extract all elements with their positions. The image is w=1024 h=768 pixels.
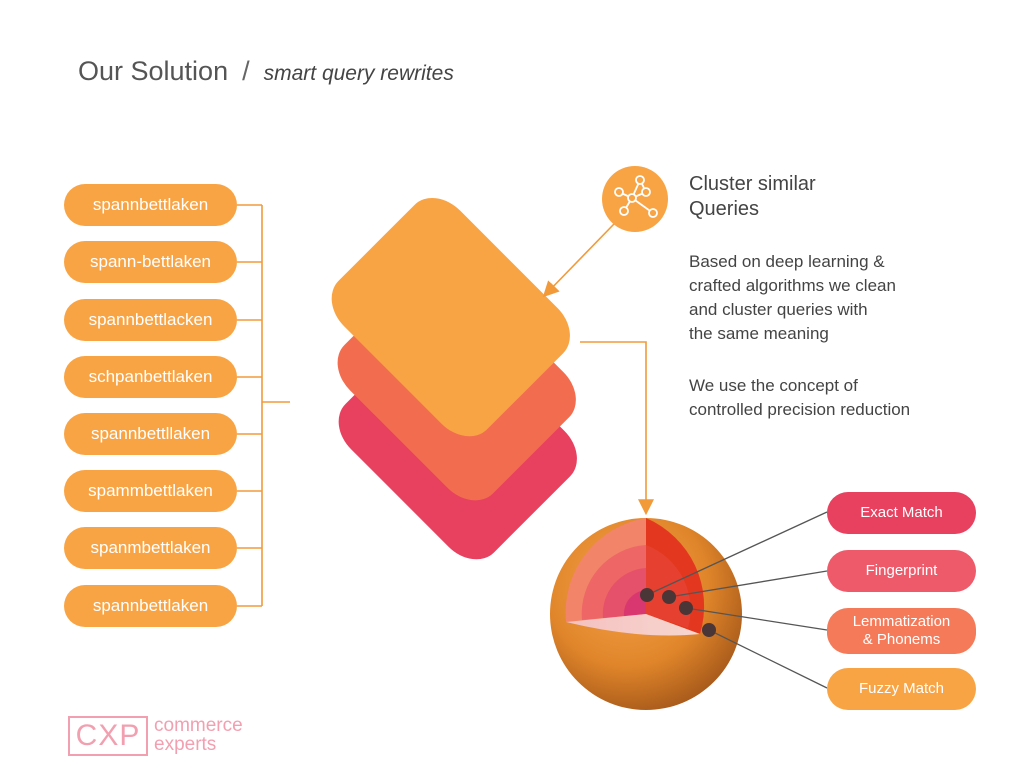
level-label-line2: & Phonems (862, 631, 941, 648)
level-label: Exact Match (860, 504, 943, 521)
cluster-arrow (542, 223, 615, 298)
layer-top (331, 197, 570, 437)
description-line: Based on deep learning & (689, 252, 885, 271)
query-pill-8: spannbettlaken (64, 585, 237, 627)
description-line: and cluster queries with (689, 300, 868, 319)
marker-fingerprint (662, 590, 676, 604)
cluster-heading-line1: Cluster similar (689, 173, 816, 195)
precision-description: We use the concept of controlled precisi… (689, 374, 979, 422)
cluster-heading-line2: Queries (689, 198, 760, 220)
description-line: We use the concept of (689, 376, 858, 395)
level-label: Fingerprint (865, 562, 938, 579)
stack-to-sphere-arrow (580, 341, 654, 516)
query-pill-1: spannbettlaken (64, 184, 237, 226)
marker-fuzzy (702, 623, 716, 637)
title-subtitle: smart query rewrites (263, 62, 454, 85)
logo-text: commerce experts (154, 716, 243, 754)
company-logo: CXP commerce experts (68, 716, 268, 756)
query-pill-3: spannbettlacken (64, 299, 237, 341)
level-fuzzy-match: Fuzzy Match (827, 668, 976, 710)
logo-line2: experts (154, 734, 217, 755)
level-exact-match: Exact Match (827, 492, 976, 534)
description-line: crafted algorithms we clean (689, 276, 896, 295)
level-connectors (646, 511, 828, 689)
level-fingerprint: Fingerprint (827, 550, 976, 592)
title-main: Our Solution (78, 56, 229, 86)
marker-exact (640, 588, 654, 602)
query-pill-6: spammbettlaken (64, 470, 237, 512)
level-label: Fuzzy Match (858, 680, 945, 697)
cluster-description: Based on deep learning & crafted algorit… (689, 250, 979, 346)
network-nodes-icon (602, 166, 668, 232)
level-lemmatization: Lemmatization & Phonems (827, 608, 976, 654)
logo-line1: commerce (154, 715, 243, 736)
title-separator: / (242, 56, 250, 86)
logo-mark: CXP (68, 716, 148, 756)
level-markers (640, 588, 716, 637)
level-label: Lemmatization (852, 613, 951, 630)
precision-sphere (550, 518, 742, 710)
query-pill-4: schpanbettlaken (64, 356, 237, 398)
query-pill-7: spanmbettlaken (64, 527, 237, 569)
query-bracket (237, 204, 290, 607)
query-pill-2: spann-bettlaken (64, 241, 237, 283)
cluster-heading: Cluster similar Queries (689, 172, 909, 222)
description-line: controlled precision reduction (689, 400, 911, 419)
marker-lemmatization (679, 601, 693, 615)
layer-stack (331, 197, 577, 560)
query-pill-5: spannbettllaken (64, 413, 237, 455)
page-title: Our Solution / smart query rewrites (78, 56, 454, 87)
description-line: the same meaning (689, 324, 829, 343)
